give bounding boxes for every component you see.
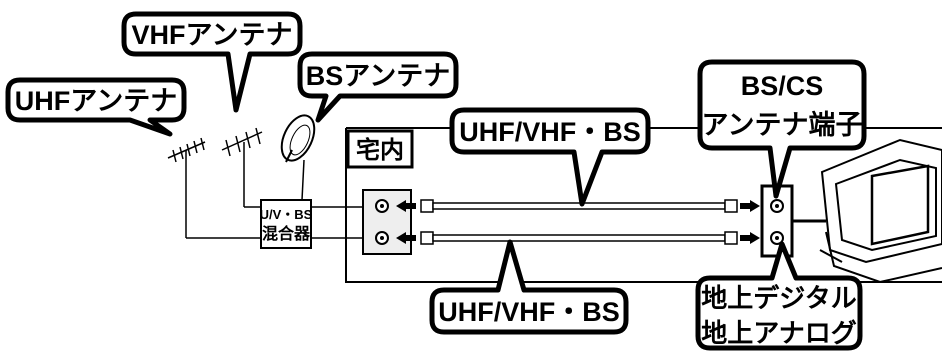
callout-cable-bottom: UHF/VHF・BS [429, 239, 629, 335]
coax-cables [420, 199, 738, 245]
indoor-label: 宅内 [346, 129, 414, 169]
svg-text:BSアンテナ: BSアンテナ [306, 61, 450, 91]
svg-text:BS/CS: BS/CS [741, 71, 824, 101]
wall-outlet [362, 189, 412, 255]
svg-text:地上アナログ: 地上アナログ [701, 318, 856, 348]
svg-text:VHFアンテナ: VHFアンテナ [132, 20, 293, 50]
svg-text:UHF/VHF・BS: UHF/VHF・BS [459, 117, 641, 147]
svg-text:宅内: 宅内 [356, 136, 404, 164]
callout-uhf-antenna: UHFアンテナ [5, 77, 187, 137]
uhf-antenna-icon [167, 137, 206, 238]
callout-terrestrial: 地上デジタル 地上アナログ [695, 241, 863, 351]
terminal-arrows [740, 200, 760, 244]
bs-antenna-icon [280, 114, 316, 201]
svg-text:U/V・BS: U/V・BS [260, 207, 313, 222]
mixer-box: U/V・BS 混合器 [260, 199, 313, 249]
vhf-antenna-icon [221, 127, 263, 208]
callout-cable-top: UHF/VHF・BS [449, 107, 651, 207]
callout-bs-antenna: BSアンテナ [297, 51, 459, 123]
svg-text:地上デジタル: 地上デジタル [701, 283, 856, 313]
svg-text:UHFアンテナ: UHFアンテナ [15, 86, 177, 116]
svg-text:UHF/VHF・BS: UHF/VHF・BS [438, 297, 620, 327]
svg-text:混合器: 混合器 [262, 224, 311, 243]
callout-vhf-antenna: VHFアンテナ [121, 11, 303, 113]
callout-bs-cs-terminal: BS/CS アンテナ端子 [697, 59, 867, 199]
outlet-arrows [396, 200, 416, 244]
svg-text:アンテナ端子: アンテナ端子 [702, 110, 863, 140]
tv-icon [819, 138, 942, 284]
